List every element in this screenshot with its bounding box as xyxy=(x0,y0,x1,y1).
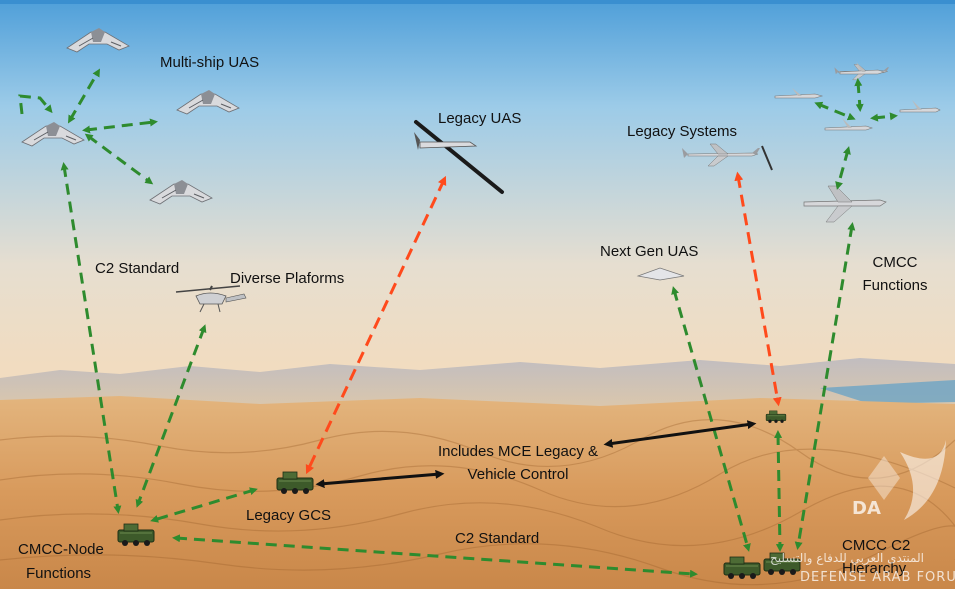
mce-links xyxy=(315,420,757,489)
c2-links xyxy=(18,68,898,578)
c2-standard-left-label: C2 Standard xyxy=(95,260,180,277)
includes-mce-label-line2: Vehicle Control xyxy=(467,466,569,483)
watermark-arabic-text: المنتدى العربي للدفاع والتسليح xyxy=(770,551,924,565)
legacy-uas-icon xyxy=(414,120,504,194)
defense-arab-forum-logo xyxy=(868,440,946,520)
includes-mce-label-line1: Includes MCE Legacy & xyxy=(437,443,599,460)
cmcc-lead-uav-icon xyxy=(803,185,887,223)
diverse-platforms-label: Diverse Plaforms xyxy=(230,270,345,287)
multi-ship-uas-label: Multi-ship UAS xyxy=(160,54,260,71)
cmcc-node-label-line2: Functions xyxy=(26,565,92,582)
watermark-logo-letters: DA xyxy=(852,498,881,519)
cmcc-c2-label-line1: CMCC C2 xyxy=(842,537,911,554)
watermark-english-text: DEFENSE ARAB FORUM xyxy=(800,570,955,585)
legacy-systems-label: Legacy Systems xyxy=(627,123,738,140)
next-gen-uas-label: Next Gen UAS xyxy=(600,243,699,260)
cmcc-node-label-line1: CMCC-Node xyxy=(18,541,104,558)
cmcc-functions-label-line1: CMCC xyxy=(872,254,918,271)
legacy-gcs-label: Legacy GCS xyxy=(246,507,332,524)
cmcc-functions-label-line2: Functions xyxy=(862,277,928,294)
c2-standard-bottom-label: C2 Standard xyxy=(455,530,540,547)
next-gen-uas-icon xyxy=(636,267,685,281)
cmcc-uav-cluster xyxy=(774,62,941,131)
helicopter-icon xyxy=(175,285,247,313)
cmcc-c2-label-line2: Hierarchy xyxy=(842,560,907,577)
legacy-links xyxy=(305,171,782,475)
legacy-uas-label: Legacy UAS xyxy=(438,110,522,127)
